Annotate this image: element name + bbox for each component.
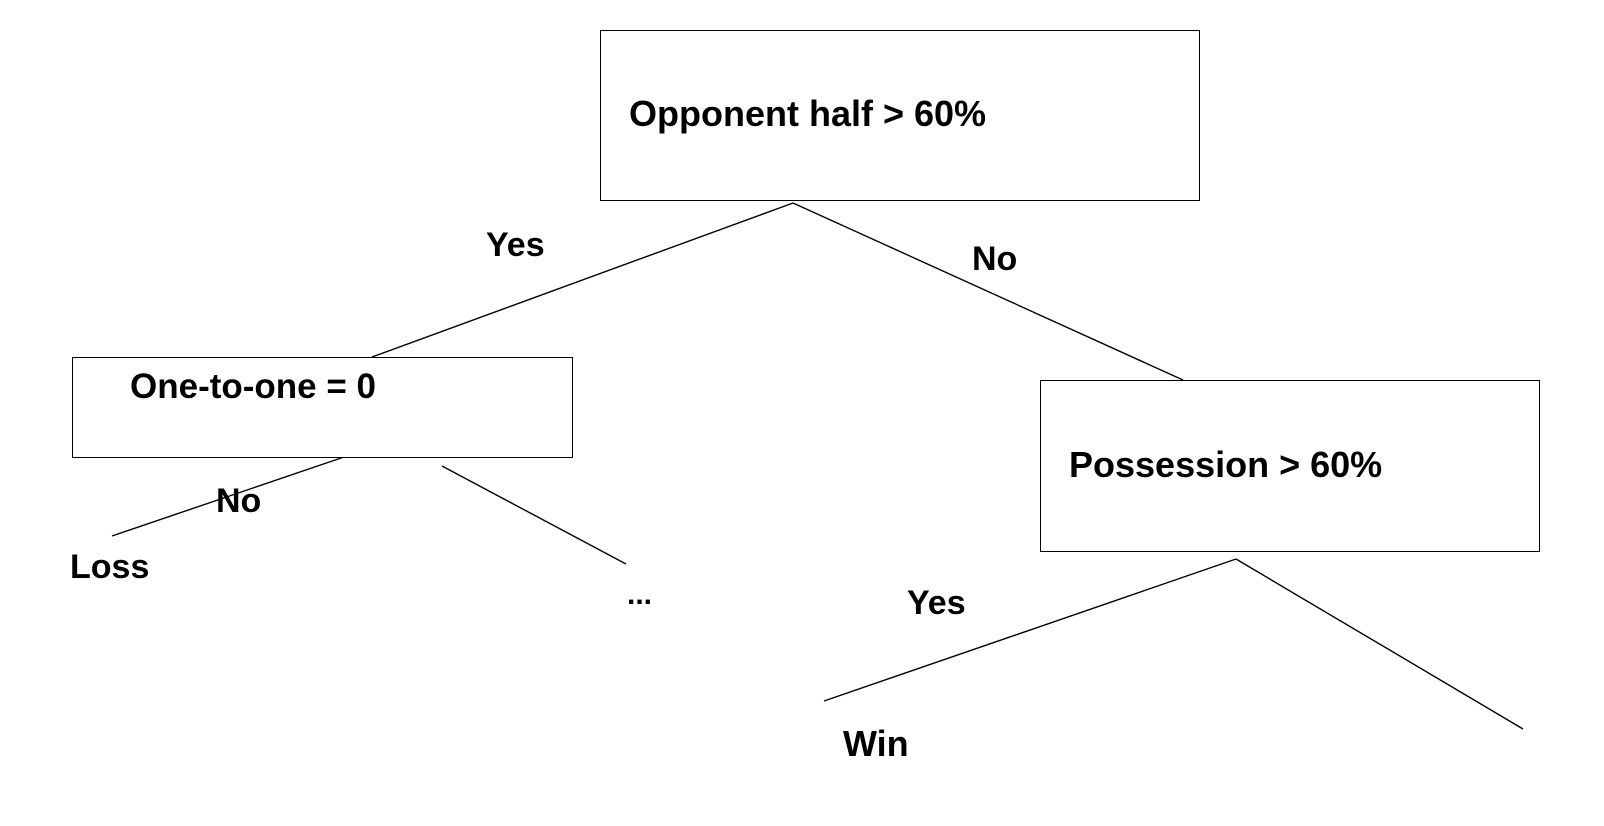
edge-right-to-win <box>823 558 1237 702</box>
leaf-ellipsis: ... <box>627 578 653 611</box>
edge-left-to-ellipsis <box>441 465 627 565</box>
edge-left-to-loss <box>111 456 345 537</box>
root-node-label: Opponent half > 60% <box>629 93 987 134</box>
left-node-box <box>72 357 573 458</box>
left-node-label: One-to-one = 0 <box>130 367 376 406</box>
right-node-label: Possession > 60% <box>1069 444 1383 485</box>
edge-right-to-other <box>1235 558 1524 730</box>
edge-label-right-yes: Yes <box>907 584 966 622</box>
edge-root-to-right <box>792 202 1184 381</box>
edge-label-root-no: No <box>972 240 1018 278</box>
edge-label-root-yes: Yes <box>486 226 545 264</box>
right-node-box <box>1040 380 1540 552</box>
root-node-box <box>600 30 1200 201</box>
edge-root-to-left <box>371 202 794 358</box>
leaf-loss: Loss <box>70 548 150 586</box>
leaf-win: Win <box>843 723 909 764</box>
edge-label-left-no: No <box>216 482 262 520</box>
